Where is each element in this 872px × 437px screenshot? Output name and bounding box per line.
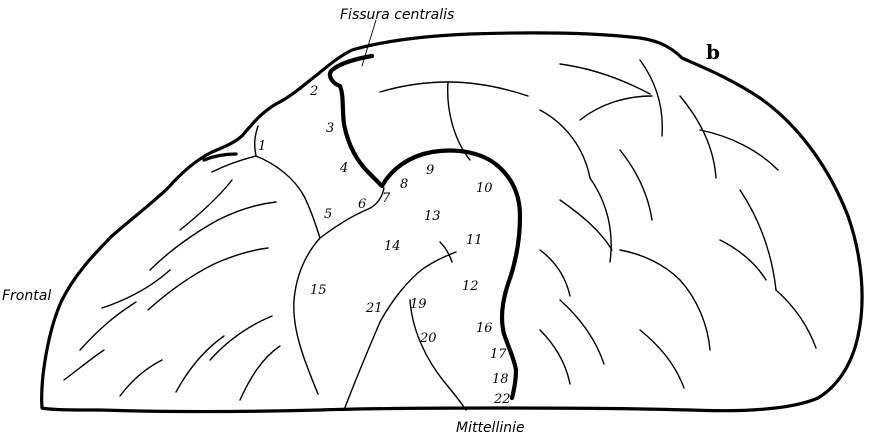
area-1: 1 bbox=[258, 139, 266, 154]
frontal-label: Frontal bbox=[2, 288, 51, 304]
area-18: 18 bbox=[492, 372, 509, 387]
fissure-label: Fissura centralis bbox=[340, 7, 454, 23]
area-15: 15 bbox=[310, 283, 327, 298]
area-22: 22 bbox=[493, 392, 511, 407]
area-13: 13 bbox=[424, 209, 441, 224]
area-4: 4 bbox=[339, 161, 348, 176]
area-3: 3 bbox=[326, 121, 334, 136]
area-17: 17 bbox=[490, 347, 507, 362]
panel-letter: b bbox=[706, 40, 720, 64]
brain-outline bbox=[42, 33, 862, 412]
sulci bbox=[64, 60, 816, 410]
area-6: 6 bbox=[358, 197, 366, 212]
area-12: 12 bbox=[462, 279, 479, 294]
area-9: 9 bbox=[426, 163, 434, 178]
area-21: 21 bbox=[365, 301, 383, 316]
area-11: 11 bbox=[466, 233, 483, 248]
area-2: 2 bbox=[309, 84, 318, 99]
area-10: 10 bbox=[476, 181, 493, 196]
area-20: 20 bbox=[419, 331, 437, 346]
area-7: 7 bbox=[382, 191, 391, 206]
area-5: 5 bbox=[324, 207, 332, 222]
midline-label: Mittellinie bbox=[456, 420, 525, 436]
area-19: 19 bbox=[410, 297, 427, 312]
area-14: 14 bbox=[384, 239, 401, 254]
area-16: 16 bbox=[476, 321, 493, 336]
area-numbers: 1 2 3 4 5 6 7 8 9 10 11 12 13 14 15 16 1… bbox=[258, 84, 511, 407]
area-8: 8 bbox=[400, 177, 408, 192]
